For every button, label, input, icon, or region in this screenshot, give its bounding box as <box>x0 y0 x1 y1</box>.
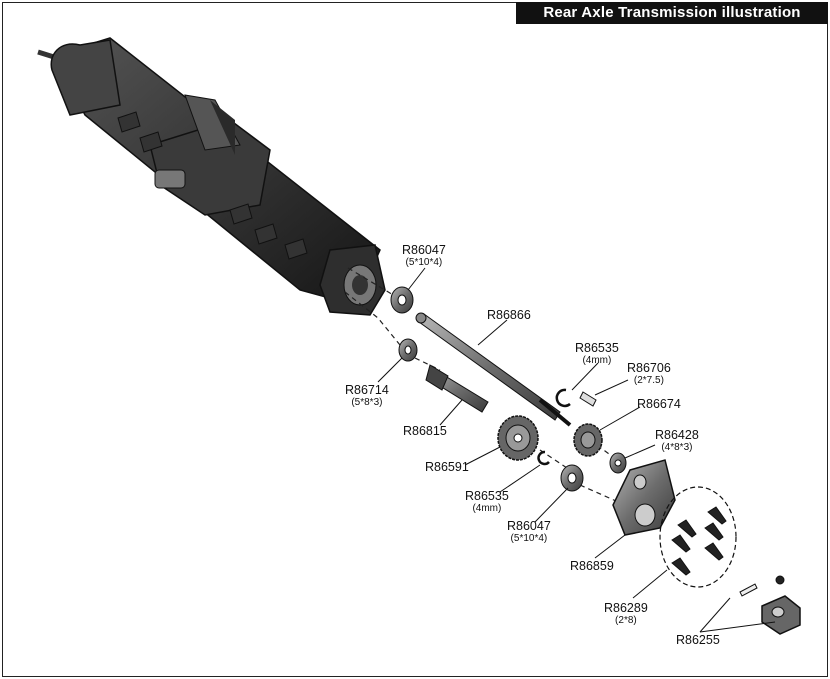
bearing-r86714 <box>398 338 418 362</box>
eclip-r86535-top <box>555 388 571 408</box>
label-bearing-top: R86047(5*10*4) <box>402 243 446 268</box>
pin-r86706 <box>579 391 597 407</box>
screws-r86289 <box>659 486 737 588</box>
label-bearing-small: R86428(4*8*3) <box>655 428 699 453</box>
eclip-r86535-bottom <box>537 450 550 466</box>
label-gear-small: R86674 <box>637 397 681 411</box>
label-shaft: R86866 <box>487 308 531 322</box>
label-bearing-left: R86714(5*8*3) <box>345 383 389 408</box>
axle-housing <box>37 37 386 316</box>
label-hex: R86255 <box>676 633 720 647</box>
bearing-r86047-top <box>390 286 414 314</box>
label-eclip-top: R86535(4mm) <box>575 341 619 366</box>
leader-lines <box>377 267 776 633</box>
hex-r86255 <box>739 575 801 635</box>
label-cover: R86859 <box>570 559 614 573</box>
bearing-r86047-bottom <box>560 464 584 492</box>
label-input-shaft: R86815 <box>403 424 447 438</box>
label-gear-large: R86591 <box>425 460 469 474</box>
gear-r86591 <box>497 415 539 461</box>
shaft-r86866 <box>415 312 572 427</box>
diagram-title: Rear Axle Transmission illustration <box>516 2 828 24</box>
input-shaft-r86815 <box>425 364 489 413</box>
bearing-r86428 <box>609 452 627 474</box>
label-pin: R86706(2*7.5) <box>627 361 671 386</box>
label-bearing-bottom: R86047(5*10*4) <box>507 519 551 544</box>
label-screws: R86289(2*8) <box>604 601 648 626</box>
label-eclip-bottom: R86535(4mm) <box>465 489 509 514</box>
gear-r86674 <box>573 423 603 457</box>
cover-r86859 <box>612 459 676 536</box>
